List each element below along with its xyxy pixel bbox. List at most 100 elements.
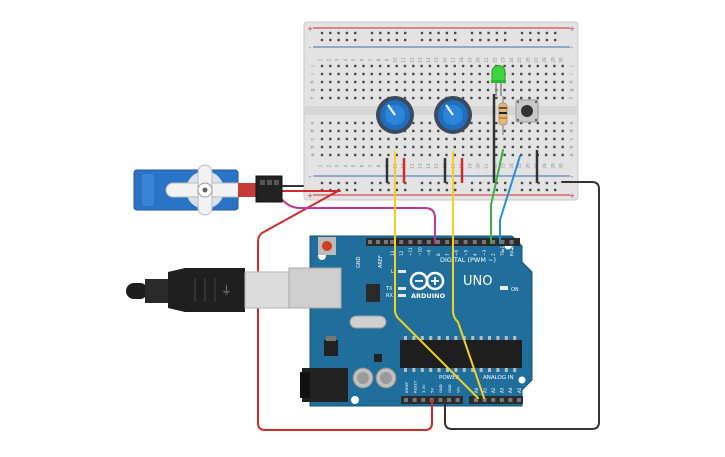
- potentiometer-2[interactable]: [434, 96, 472, 134]
- breadboard-hole: [420, 96, 423, 100]
- rail-hole: [379, 181, 382, 185]
- digital-pin-socket[interactable]: [436, 240, 440, 244]
- breadboard-hole: [354, 64, 357, 68]
- row-letter: a: [569, 153, 575, 156]
- breadboard-hole: [437, 72, 440, 76]
- digital-pin-label: 8: [436, 253, 441, 256]
- digital-pin-socket[interactable]: [376, 240, 380, 244]
- green-led[interactable]: [491, 65, 506, 97]
- digital-pin-socket[interactable]: [491, 240, 496, 244]
- breadboard-hole: [362, 137, 365, 141]
- analog-pin-socket[interactable]: [482, 398, 487, 402]
- breadboard-hole: [553, 72, 556, 76]
- column-number: 15: [434, 163, 439, 169]
- rail-hole: [487, 181, 490, 185]
- servo-motor[interactable]: [133, 164, 283, 216]
- magenta-servo-signal-wire[interactable]: [278, 195, 436, 241]
- rail-hole: [479, 38, 482, 42]
- digital-pin-socket[interactable]: [500, 240, 505, 244]
- digital-pin-socket[interactable]: [384, 240, 388, 244]
- power-pin-socket[interactable]: [404, 398, 408, 402]
- breadboard-hole: [320, 96, 324, 100]
- breadboard-hole: [544, 80, 548, 84]
- power-pin-socket[interactable]: [447, 398, 451, 402]
- rail-hole: [354, 188, 357, 192]
- analog-pin-label: A2: [491, 387, 496, 393]
- digital-pin-socket[interactable]: [417, 240, 422, 244]
- breadboard-hole: [528, 88, 531, 92]
- analog-pin-socket[interactable]: [508, 398, 513, 402]
- digital-pin-socket[interactable]: [408, 240, 413, 244]
- rail-hole: [420, 188, 424, 192]
- breadboard-hole: [470, 88, 473, 92]
- rail-hole: [504, 188, 507, 192]
- blue-button-wire[interactable]: [499, 155, 521, 241]
- digital-pin-socket[interactable]: [445, 240, 450, 244]
- analog-pin-socket[interactable]: [474, 398, 478, 402]
- analog-pin-socket[interactable]: [499, 398, 504, 402]
- rail-hole: [537, 38, 540, 42]
- breadboard-hole: [495, 137, 498, 141]
- digital-pin-socket[interactable]: [454, 240, 459, 244]
- rail-hole: [329, 31, 332, 35]
- breadboard-hole: [403, 153, 407, 157]
- reset-button[interactable]: [318, 237, 336, 255]
- breadboard-hole: [320, 72, 324, 76]
- digital-pin-label: 2: [491, 253, 496, 256]
- rail-hole: [537, 31, 540, 35]
- usb-symbol-icon: ⏚: [221, 284, 232, 297]
- breadboard-hole: [345, 72, 349, 76]
- breadboard-hole: [329, 129, 332, 133]
- digital-pin-socket[interactable]: [368, 240, 372, 244]
- digital-pin-socket[interactable]: [399, 240, 404, 244]
- rail-hole: [479, 31, 482, 35]
- digital-pin-socket[interactable]: [390, 240, 394, 244]
- digital-pin-socket[interactable]: [482, 240, 486, 244]
- breadboard-hole: [495, 145, 498, 149]
- column-number: 23: [501, 57, 506, 63]
- breadboard-hole: [478, 80, 481, 84]
- row-letter: d: [569, 129, 575, 132]
- power-pin-socket[interactable]: [455, 398, 460, 402]
- breadboard-hole: [362, 80, 365, 84]
- row-letter: f: [310, 97, 316, 99]
- red-power-wire[interactable]: [257, 190, 433, 431]
- row-letter: j: [310, 65, 316, 67]
- digital-pin-socket[interactable]: [426, 240, 431, 244]
- rail-hole: [337, 181, 340, 185]
- black-ground-wire[interactable]: [444, 181, 600, 430]
- row-letter: e: [310, 121, 316, 124]
- power-pin-socket[interactable]: [438, 398, 443, 402]
- digital-pin-socket[interactable]: [463, 240, 468, 244]
- row-letter: c: [569, 137, 575, 140]
- rail-polarity-mark: -: [309, 173, 312, 181]
- breadboard-hole: [544, 64, 548, 68]
- power-pin-socket[interactable]: [412, 398, 417, 402]
- breadboard-hole: [553, 80, 556, 84]
- rail-hole: [454, 31, 457, 35]
- rail-hole: [495, 38, 499, 42]
- breadboard-hole: [428, 129, 432, 133]
- power-pin-socket[interactable]: [421, 398, 426, 402]
- breadboard-hole: [437, 88, 440, 92]
- pushbutton[interactable]: [515, 99, 539, 123]
- breadboard-hole: [470, 129, 473, 133]
- analog-pin-socket[interactable]: [517, 398, 521, 402]
- analog-header-label: ANALOG IN: [483, 375, 514, 381]
- digital-pin-label: ~10: [417, 247, 422, 256]
- breadboard-hole: [544, 96, 548, 100]
- digital-pin-socket[interactable]: [509, 240, 514, 244]
- digital-pin-socket[interactable]: [472, 240, 477, 244]
- resistor[interactable]: [498, 96, 508, 135]
- breadboard-hole: [536, 96, 539, 100]
- green-led-wire[interactable]: [490, 149, 504, 241]
- breadboard-hole: [420, 72, 423, 76]
- rail-hole: [554, 31, 557, 35]
- breadboard-hole: [345, 129, 349, 133]
- breadboard-hole: [370, 64, 373, 68]
- analog-pin-socket[interactable]: [491, 398, 496, 402]
- breadboard-hole: [486, 64, 490, 68]
- potentiometer-1[interactable]: [376, 96, 414, 134]
